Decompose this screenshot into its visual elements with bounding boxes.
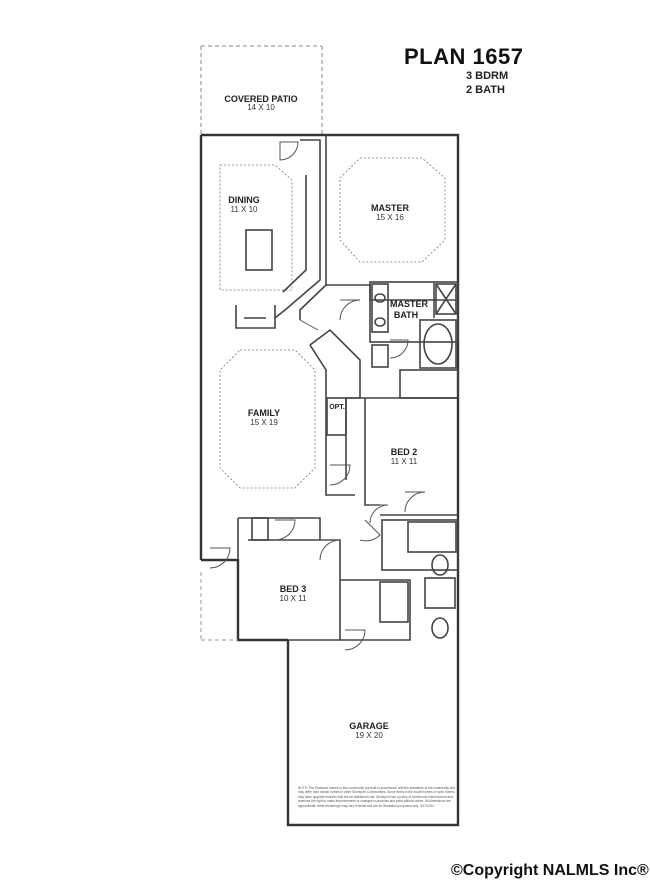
master-label: MASTER [371,203,409,213]
front-porch-outline [200,572,238,641]
bed2-label: BED 2 [390,447,418,457]
bath-count: 2 BATH [466,84,505,96]
covered-patio-size: 14 X 10 [247,103,275,112]
covered-patio-outline [200,45,323,134]
bed2-size: 11 X 11 [390,457,418,466]
family-label: FAMILY [247,408,281,418]
copyright-notice: ©Copyright NALMLS Inc® [451,862,649,879]
master-size: 15 X 16 [376,213,404,222]
door-swings [209,141,426,651]
bed3-size: 10 X 11 [279,594,307,603]
covered-patio-label: COVERED PATIO [224,94,298,104]
dining-label: DINING [228,195,260,205]
master-bath-label-line1: MASTER [390,299,428,309]
garage-label: GARAGE [349,721,389,731]
exterior-walls [199,133,460,827]
interior-walls [235,135,459,641]
bed3-label: BED 3 [279,584,307,594]
master-bath-label-line2: BATH [393,310,419,320]
opt-label: OPT. [329,404,345,411]
bedroom-count: 3 BDRM [466,70,509,82]
builder-note: NOTE: The Enclaved homes in this communi… [298,786,456,808]
ceiling-outlines [219,157,446,489]
dining-size: 11 X 10 [230,205,258,214]
plan-title: PLAN 1657 [404,44,524,69]
garage-size: 19 X 20 [355,731,383,740]
family-size: 15 X 19 [250,418,278,427]
